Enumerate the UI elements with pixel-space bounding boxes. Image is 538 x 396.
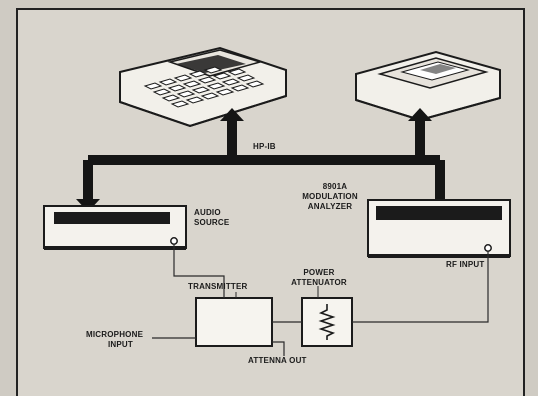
microphone-input-label-line2: INPUT: [108, 340, 133, 349]
rf-input-label: RF INPUT: [446, 260, 485, 269]
transmitter-label: TRANSMITTER: [188, 282, 248, 291]
microphone-input-label-line1: MICROPHONE: [86, 330, 144, 339]
analyzer-label-line2: MODULATION: [302, 192, 358, 201]
power-attenuator-block: [301, 297, 353, 347]
hp-ib-bus: [76, 108, 452, 212]
audio-source-label-line1: AUDIO: [194, 208, 221, 217]
hp-ib-label: HP-IB: [253, 142, 276, 151]
modulation-analyzer-instrument: [367, 199, 511, 258]
audio-source-instrument: [43, 205, 187, 250]
printer-peripheral: [355, 50, 501, 122]
signal-cables: [152, 244, 489, 356]
antenna-out-label: ATTENNA OUT: [248, 356, 307, 365]
audio-source-label-line2: SOURCE: [194, 218, 230, 227]
attenuator-label-line1: POWER: [303, 268, 335, 277]
label-leaders: [235, 286, 319, 298]
attenuator-label-line2: ATTENUATOR: [291, 278, 347, 287]
transmitter-block: [195, 297, 273, 347]
analyzer-label-line1: 8901A: [322, 182, 348, 191]
analyzer-label-line3: ANALYZER: [307, 202, 353, 211]
computer-controller: [119, 46, 287, 128]
